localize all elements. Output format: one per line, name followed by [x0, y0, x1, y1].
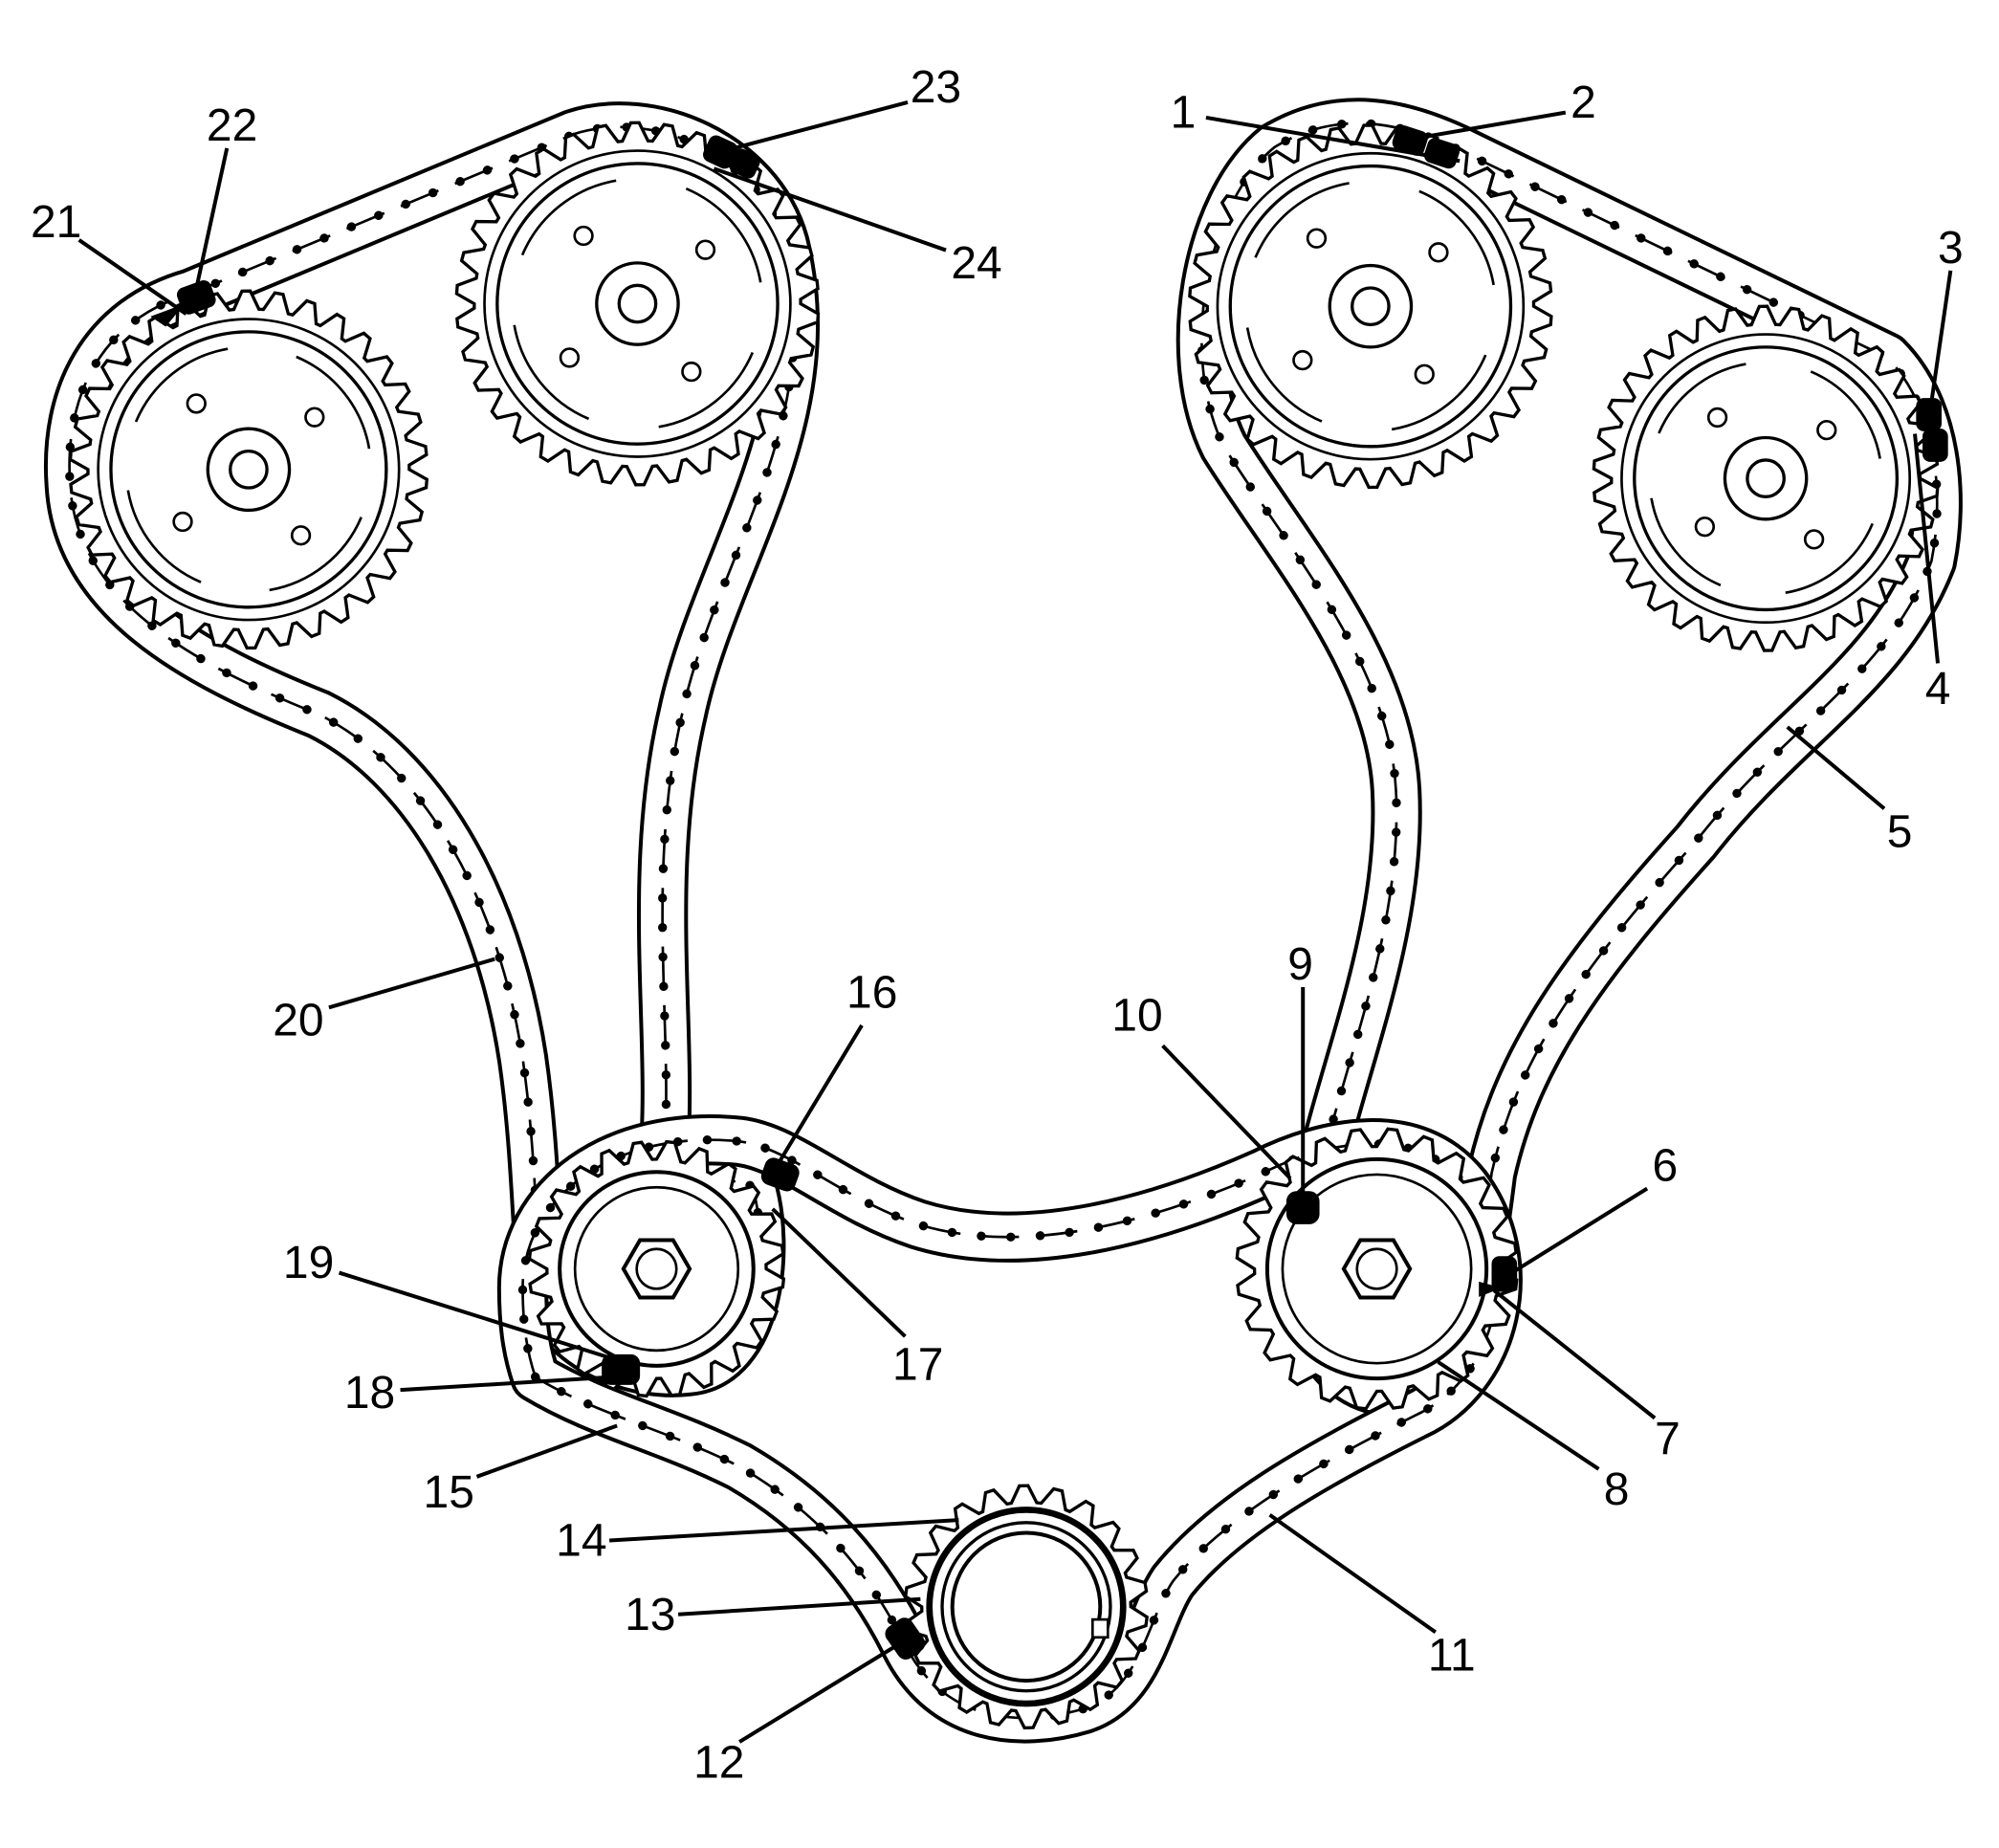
left-intake-camshaft-sprocket: [454, 121, 821, 487]
sprocket-timing-mark-7: [1479, 1281, 1503, 1297]
leader-line-19: [338, 1270, 608, 1359]
leader-line-10: [1161, 1044, 1292, 1180]
callout-12: 12: [693, 1737, 744, 1788]
timing-mark-link-18: [602, 1353, 641, 1385]
callout-9: 9: [1287, 939, 1313, 990]
leader-line-2: [1417, 110, 1567, 141]
callout-24: 24: [951, 238, 1001, 289]
callout-15: 15: [424, 1467, 474, 1518]
sprocket-timing-mark-21: [150, 303, 186, 327]
leader-line-11: [1268, 1513, 1438, 1635]
leader-line-16: [779, 1023, 864, 1162]
callout-21: 21: [31, 197, 81, 248]
callout-17: 17: [892, 1340, 943, 1391]
timing-mark-link-23: [703, 135, 738, 169]
callout-10: 10: [1111, 990, 1162, 1041]
leader-line-18: [400, 1375, 610, 1393]
crankshaft-sprocket: [903, 1484, 1150, 1730]
callout-13: 13: [625, 1590, 675, 1640]
leader-line-14: [609, 1518, 959, 1543]
callout-1: 1: [1171, 88, 1197, 139]
leader-line-12: [738, 1643, 899, 1744]
callout-8: 8: [1604, 1464, 1630, 1515]
callout-4: 4: [1925, 664, 1951, 715]
callout-6: 6: [1652, 1141, 1678, 1192]
left-idler-sprocket: [527, 1139, 786, 1398]
leader-line-22: [194, 147, 230, 289]
timing-marks: [150, 124, 1948, 1660]
callout-11: 11: [1428, 1630, 1476, 1681]
leader-line-1: [1205, 115, 1461, 164]
callout-5: 5: [1887, 806, 1913, 857]
callouts: 1 2 3 4 5 6 7 8 9 10 11 12 13 14 15 16 1: [31, 62, 1964, 1788]
leader-line-7: [1492, 1288, 1657, 1420]
timing-mark-link-4: [1922, 429, 1948, 462]
timing-mark-link-12: [885, 1617, 926, 1660]
callout-16: 16: [846, 967, 897, 1018]
callout-2: 2: [1571, 77, 1596, 128]
callout-7: 7: [1655, 1414, 1680, 1464]
leader-line-21: [77, 238, 187, 316]
callout-19: 19: [283, 1238, 334, 1288]
timing-mark-link-3: [1916, 398, 1943, 431]
timing-mark-link-22: [176, 279, 216, 315]
leader-line-8: [1437, 1360, 1600, 1471]
leader-line-6: [1510, 1186, 1649, 1275]
callout-14: 14: [556, 1515, 606, 1566]
leader-line-3: [1928, 270, 1953, 411]
leader-line-23: [723, 100, 909, 153]
timing-mark-link-16: [760, 1157, 800, 1192]
leader-line-4: [1913, 433, 1941, 664]
right-exhaust-camshaft-sprocket: [1592, 304, 1940, 652]
callout-20: 20: [273, 996, 323, 1046]
timing-mark-link-6: [1491, 1256, 1518, 1292]
callout-3: 3: [1938, 223, 1964, 274]
left-exhaust-camshaft-sprocket: [68, 289, 429, 650]
right-intake-camshaft-sprocket: [1188, 123, 1553, 490]
timing-mark-link-23b: [729, 148, 760, 179]
timing-mark-link-9: [1285, 1191, 1320, 1224]
leader-line-15: [475, 1423, 618, 1479]
timing-mark-link-1: [1392, 124, 1428, 156]
leader-line-17: [771, 1207, 907, 1338]
callout-18: 18: [344, 1368, 395, 1419]
callout-23: 23: [911, 62, 961, 113]
callout-22: 22: [207, 100, 257, 151]
leader-line-5: [1786, 725, 1886, 810]
leader-line-13: [677, 1596, 921, 1617]
leader-line-20: [328, 957, 495, 1010]
sprockets: [68, 121, 1940, 1730]
leader-line-24: [713, 166, 947, 253]
